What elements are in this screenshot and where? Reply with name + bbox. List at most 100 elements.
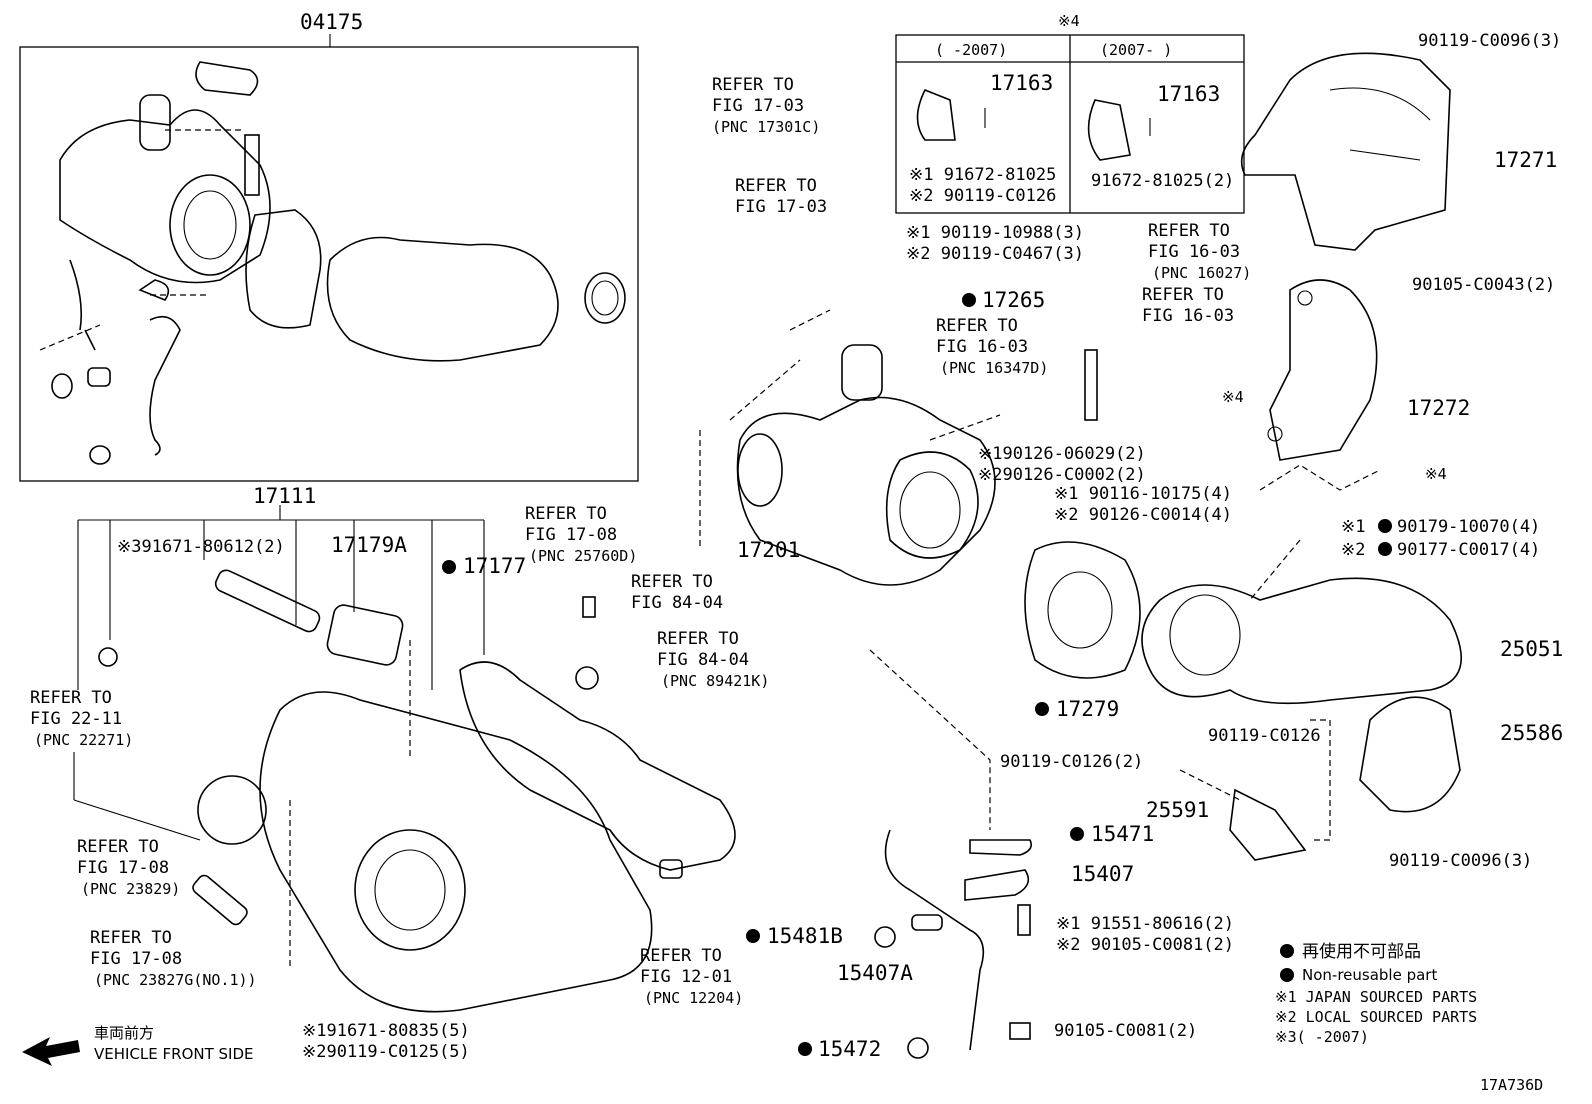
label-90119-c0126-2: 90119-C0126(2) [1000,752,1143,772]
refer-16027: REFER TO FIG 16-03 (PNC 16027) [1148,221,1251,282]
catalyst-25051-sketch [1141,577,1463,705]
label-15407a: 15407A [837,961,913,985]
legend: 再使用不可部品 Non-reusable part ※1 JAPAN SOURC… [1275,941,1477,1046]
label-90119-c0126-b: 90119-C0126 [1208,726,1321,746]
label-90126-c0002: ※290126-C0002(2) [978,465,1146,485]
label-90105-c0043: 90105-C0043(2) [1412,275,1555,295]
refer-22271: REFER TO FIG 22-11 (PNC 22271) [30,688,133,749]
svg-text:REFER TO: REFER TO [712,75,794,95]
label-25051: 25051 [1500,637,1563,661]
svg-text:VEHICLE FRONT SIDE: VEHICLE FRONT SIDE [94,1045,254,1063]
label-90119-c0125: ※290119-C0125(5) [302,1042,470,1062]
label-90105-c0081-a: ※2 90105-C0081(2) [1056,935,1234,955]
svg-text:FIG 17-08: FIG 17-08 [77,858,169,878]
svg-text:(PNC 16347D): (PNC 16347D) [940,359,1048,377]
gasket-17279-sketch [1024,541,1141,679]
svg-text:FIG 22-11: FIG 22-11 [30,709,122,729]
label-90126-c0014: ※2 90126-C0014(4) [1054,505,1232,525]
labels: 04175 17111 ※4 ( -2007) (2007- ) 17163 1… [117,10,1563,1062]
legend-nonreusable: Non-reusable part [1302,966,1437,984]
svg-text:車両前方: 車両前方 [94,1024,154,1042]
label-17111: 17111 [253,484,316,508]
svg-text:FIG 16-03: FIG 16-03 [1148,242,1240,262]
label-91671-80835: ※191671-80835(5) [302,1021,470,1041]
label-17163-b: 17163 [1157,82,1220,106]
refer-1703b: REFER TO FIG 17-03 [735,176,827,217]
svg-text:FIG 84-04: FIG 84-04 [657,650,749,670]
legend-jp: 再使用不可部品 [1302,941,1421,962]
label-90126-06029: ※190126-06029(2) [978,444,1146,464]
manifold-17111-sketch [73,505,736,1013]
turbocharger-17201-sketch [736,344,1098,586]
diagram-code: 17A736D [1480,1076,1543,1094]
label-90119-c0096-top: 90119-C0096(3) [1418,31,1561,51]
svg-text:REFER TO: REFER TO [90,928,172,948]
ref-box-mark: ※4 [1058,12,1080,30]
svg-text:FIG 17-08: FIG 17-08 [525,525,617,545]
svg-text:(PNC 12204): (PNC 12204) [644,989,743,1007]
label-25586: 25586 [1500,721,1563,745]
svg-text:FIG 16-03: FIG 16-03 [1142,306,1234,326]
svg-text:REFER TO: REFER TO [30,688,112,708]
label-17201: 17201 [737,538,800,562]
svg-text:FIG 17-08: FIG 17-08 [90,949,182,969]
svg-text:(PNC 22271): (PNC 22271) [34,731,133,749]
insulator-17271-sketch [1240,52,1451,251]
label-15407: 15407 [1071,862,1134,886]
front-side-label: 車両前方 VEHICLE FRONT SIDE [94,1024,254,1063]
label-90119-c0467: ※2 90119-C0467(3) [906,244,1084,264]
label-mark4-a: ※4 [1222,388,1244,406]
svg-text:REFER TO: REFER TO [631,572,713,592]
dashed-leaders [699,309,1381,841]
vehicle-front-arrow-icon [22,1037,80,1066]
refer-16347: REFER TO FIG 16-03 (PNC 16347D) [936,316,1048,377]
label-15481b: 15481B [767,924,843,948]
label-91672-b: 91672-81025(2) [1091,171,1234,191]
refer-12204: REFER TO FIG 12-01 (PNC 12204) [640,946,743,1007]
label-91672-a: ※1 91672-81025 [909,165,1056,185]
bracket-25591-sketch [1229,788,1307,861]
svg-text:(PNC 17301C): (PNC 17301C) [712,118,820,136]
label-04175: 04175 [300,10,363,34]
label-90177-c0017: 90177-C0017(4) [1397,540,1540,560]
label-17177: 17177 [463,554,526,578]
label-15471: 15471 [1091,822,1154,846]
legend-note2: ※2 LOCAL SOURCED PARTS [1275,1008,1477,1026]
svg-text:FIG 17-03: FIG 17-03 [712,96,804,116]
label-90119-c0126-a: ※2 90119-C0126 [909,186,1056,206]
svg-text:FIG 12-01: FIG 12-01 [640,967,732,987]
svg-text:(PNC 23827G(NO.1)): (PNC 23827G(NO.1)) [94,971,257,989]
legend-note3: ※3( -2007) [1275,1028,1369,1046]
refer-8404a: REFER TO FIG 84-04 [631,572,723,613]
label-17271: 17271 [1494,148,1557,172]
ref-box-col2: (2007- ) [1100,41,1172,59]
label-17279: 17279 [1056,697,1119,721]
assembly-04175 [19,34,639,482]
label-17272: 17272 [1407,396,1470,420]
refer-23827: REFER TO FIG 17-08 (PNC 23827G(NO.1)) [90,928,257,989]
label-90105-c0081-b: 90105-C0081(2) [1054,1021,1197,1041]
legend-note1: ※1 JAPAN SOURCED PARTS [1275,988,1477,1006]
label-90116-10175: ※1 90116-10175(4) [1054,484,1232,504]
svg-text:(PNC 23829): (PNC 23829) [81,880,180,898]
svg-text:FIG 17-03: FIG 17-03 [735,197,827,217]
oil-pipe-15407-sketch [874,829,1033,1059]
label-90179-mark: ※1 [1341,517,1365,537]
label-90119-10988: ※1 90119-10988(3) [906,223,1084,243]
svg-text:REFER TO: REFER TO [735,176,817,196]
refer-23829: REFER TO FIG 17-08 (PNC 23829) [77,837,180,898]
svg-text:REFER TO: REFER TO [640,946,722,966]
nonreusable-markers [442,293,1392,1056]
label-91551: ※1 91551-80616(2) [1056,914,1234,934]
label-17163-a: 17163 [990,71,1053,95]
refer-blocks: REFER TO FIG 17-03 (PNC 17301C) REFER TO… [30,75,1251,1007]
svg-text:(PNC 16027): (PNC 16027) [1152,264,1251,282]
svg-text:REFER TO: REFER TO [1142,285,1224,305]
label-15472: 15472 [818,1037,881,1061]
assembly-04175-box [19,46,639,482]
svg-text:(PNC 89421K): (PNC 89421K) [661,672,769,690]
svg-text:FIG 16-03: FIG 16-03 [936,337,1028,357]
svg-text:REFER TO: REFER TO [77,837,159,857]
refer-25760: REFER TO FIG 17-08 (PNC 25760D) [525,504,637,565]
